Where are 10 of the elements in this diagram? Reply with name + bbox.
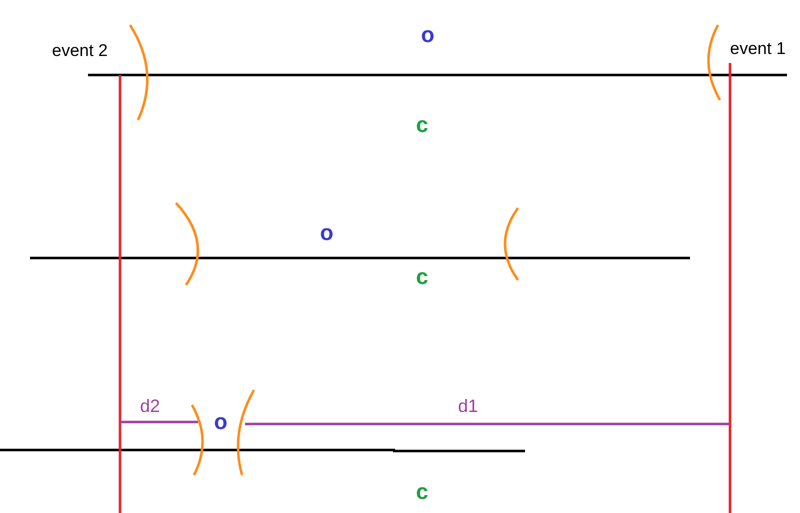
dimension-label: d2	[140, 397, 160, 415]
state-label: c	[416, 114, 428, 136]
state-label: o	[320, 222, 334, 244]
state-label: o	[214, 411, 228, 433]
event-label: event 1	[730, 40, 786, 57]
state-label: c	[416, 266, 428, 288]
dimension-label: d1	[458, 397, 478, 415]
event-label: event 2	[52, 42, 108, 59]
state-label: c	[416, 481, 428, 503]
state-label: o	[421, 24, 434, 46]
